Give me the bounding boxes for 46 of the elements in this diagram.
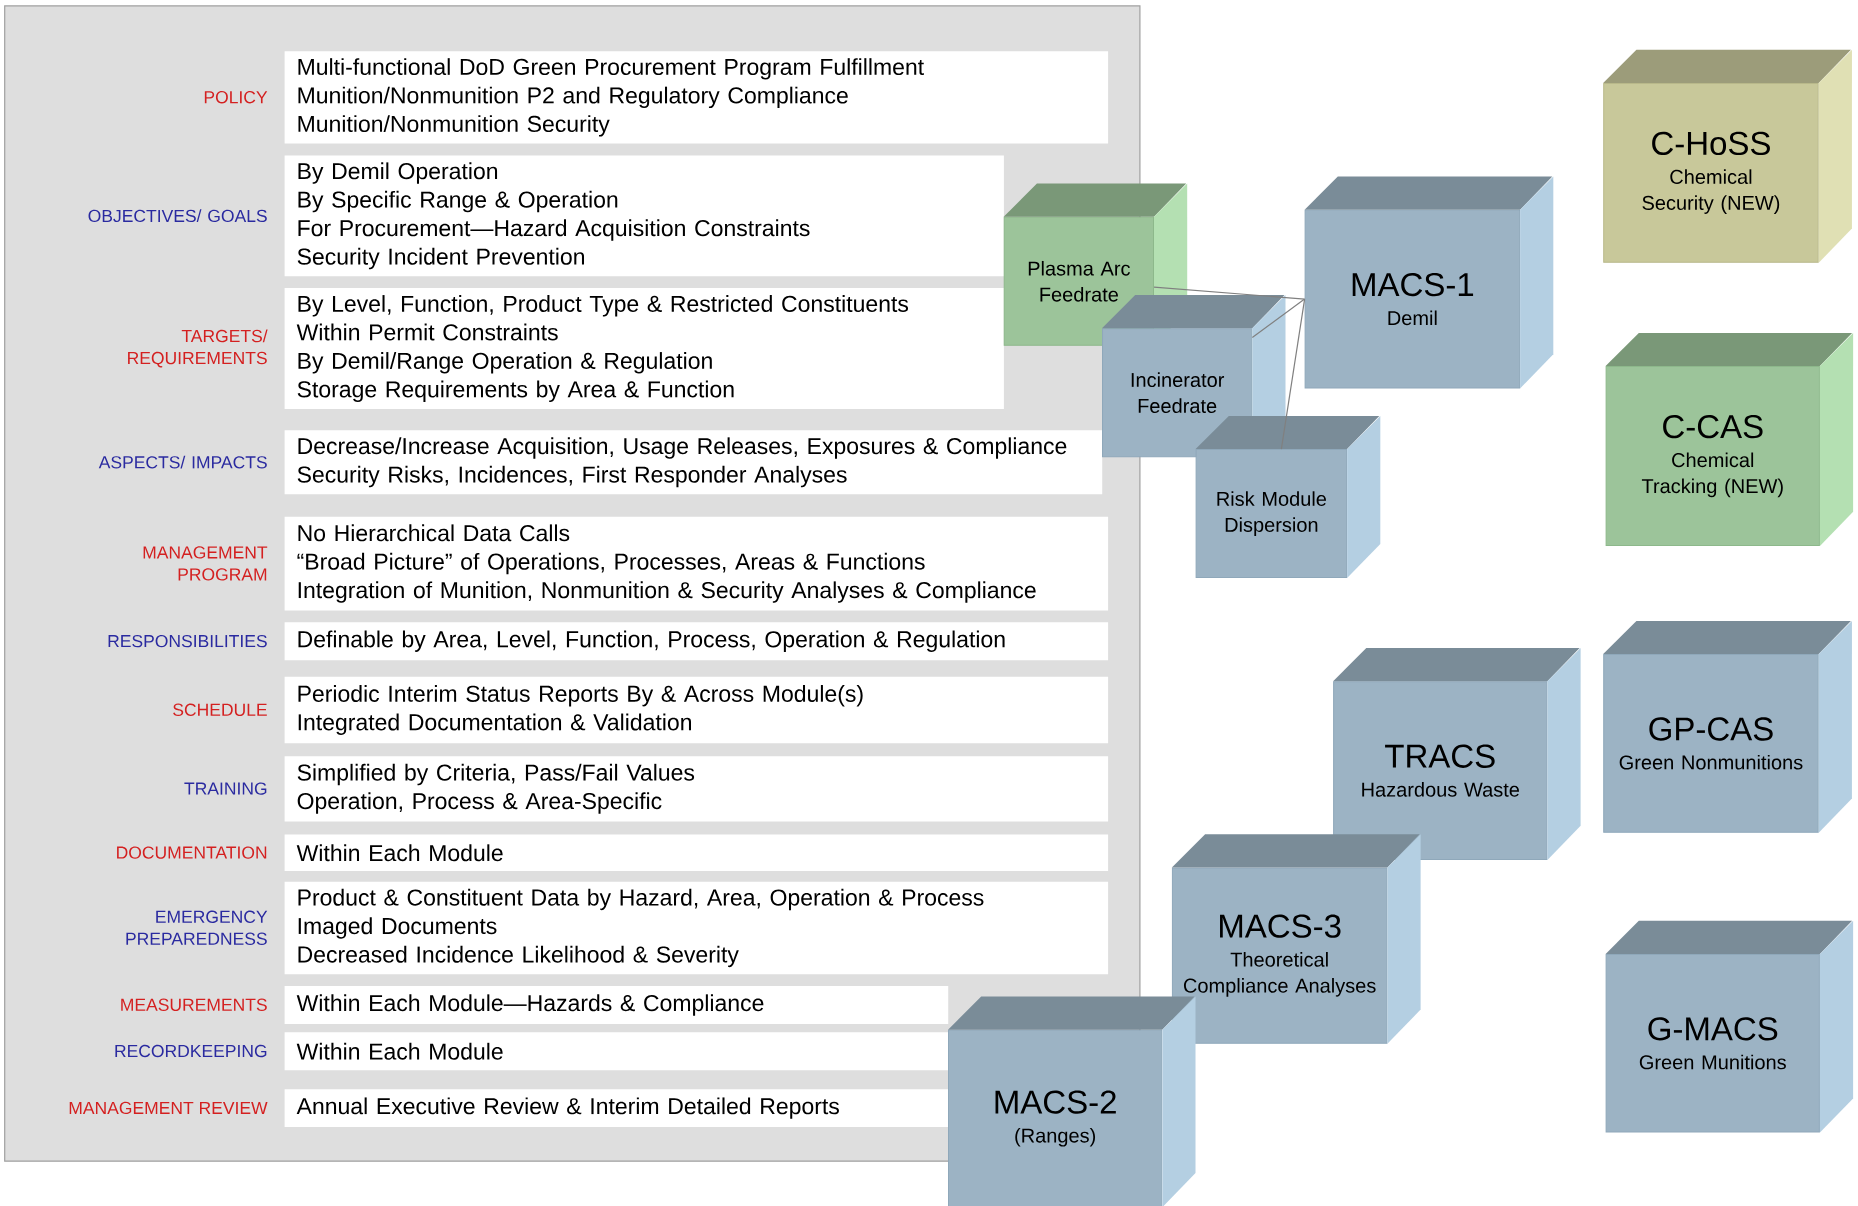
text-box: Definable by Area, Level, Function, Process, Operation & Regulation [284,622,1109,661]
text-box: By Level, Function, Product Type & Restricted Constituents Within Permit Constraints By Demil/Range Operation & Regulation Storage Requirements by Area & Function [284,288,1004,409]
node-label: Security Incident Prevention [297,247,585,270]
row-heading: TARGETS/ REQUIREMENTS [128,329,268,368]
node-label: Storage Requirements by Area & Function [297,380,734,403]
cube-box: MACS-3 Theoretical Compliance Analyses [1171,834,1421,1044]
node-label: Within Permit Constraints [296,323,558,341]
text-box: No Hierarchical Data Calls “Broad Picture” of Operations, Processes, Areas & Functions Integration of Munition, Nonmunition & Security Analyses & Compliance [284,516,1109,611]
node-label: By Demil Operation [298,162,498,184]
text-box: Within Each Module—Hazards & Compliance [284,986,949,1024]
row-heading: DOCUMENTATION [117,846,267,859]
cube-box: Risk Module Dispersion [1195,415,1381,579]
text-box: Multi-functional DoD Green Procurement Program Fulfillment Munition/Nonmunition P2 and Regulatory Compliance Munition/Nonmunition Security [284,51,1109,144]
row-heading: MANAGEMENT REVIEW [69,1101,268,1115]
row-heading: TRAINING [184,782,267,795]
cube-box: GP-CAS Green Nonmunitions [1603,620,1852,833]
row-heading: POLICY [204,91,268,104]
row-heading: EMERGENCY PREPAREDNESS [126,910,268,945]
cube-box: TRACS Hazardous Waste [1333,648,1581,860]
text-box: Within Each Module [284,834,1109,872]
node-label: By Demil/Range Operation & Regulation [298,352,712,374]
cube-box: C-CAS Chemical Tracking (NEW) [1605,332,1854,546]
row-heading: MEASUREMENTS [121,998,267,1011]
text-box: Annual Executive Review & Interim Detailed Reports [284,1089,949,1128]
text-box: By Demil Operation By Specific Range & Operation For Procurement—Hazard Acquisition Constraints Security Incident Prevention [284,155,1004,277]
node-label: By Level, Function, Product Type & Restricted Constituents [298,295,909,317]
row-heading: RESPONSIBILITIES [108,634,267,648]
connector-line [1280,298,1306,450]
cube-box: MACS-2 (Ranges) [948,996,1196,1206]
connector-line [1251,298,1306,339]
text-box: Within Each Module [284,1032,949,1071]
row-heading: MANAGEMENT PROGRAM [143,546,268,581]
node-label: By Specific Range & Operation [298,190,618,213]
row-heading: RECORDKEEPING [115,1044,267,1058]
text-box: Simplified by Criteria, Pass/Fail Values Operation, Process & Area-Specific [284,756,1109,822]
cube-box: G-MACS Green Munitions [1605,920,1854,1133]
connector-line [1153,286,1306,300]
cube-box: C-HoSS Chemical Security (NEW) [1603,49,1852,263]
text-box: Decrease/Increase Acquisition, Usage Releases, Exposures & Compliance Security Risks, Incidences, First Responder Analyses [284,430,1103,495]
text-box: Periodic Interim Status Reports By & Across Module(s) Integrated Documentation & Validation [284,676,1109,744]
text-box: Product & Constituent Data by Hazard, Area, Operation & Process Imaged Documents Decreased Incidence Likelihood & Severity [284,881,1109,975]
node-label: For Procurement—Hazard Acquisition Constraints [298,219,810,241]
row-heading: SCHEDULE [173,703,267,716]
row-heading: ASPECTS/ IMPACTS [98,455,267,469]
cube-box: MACS-1 Demil [1304,176,1554,389]
row-heading: OBJECTIVES/ GOALS [88,209,267,223]
